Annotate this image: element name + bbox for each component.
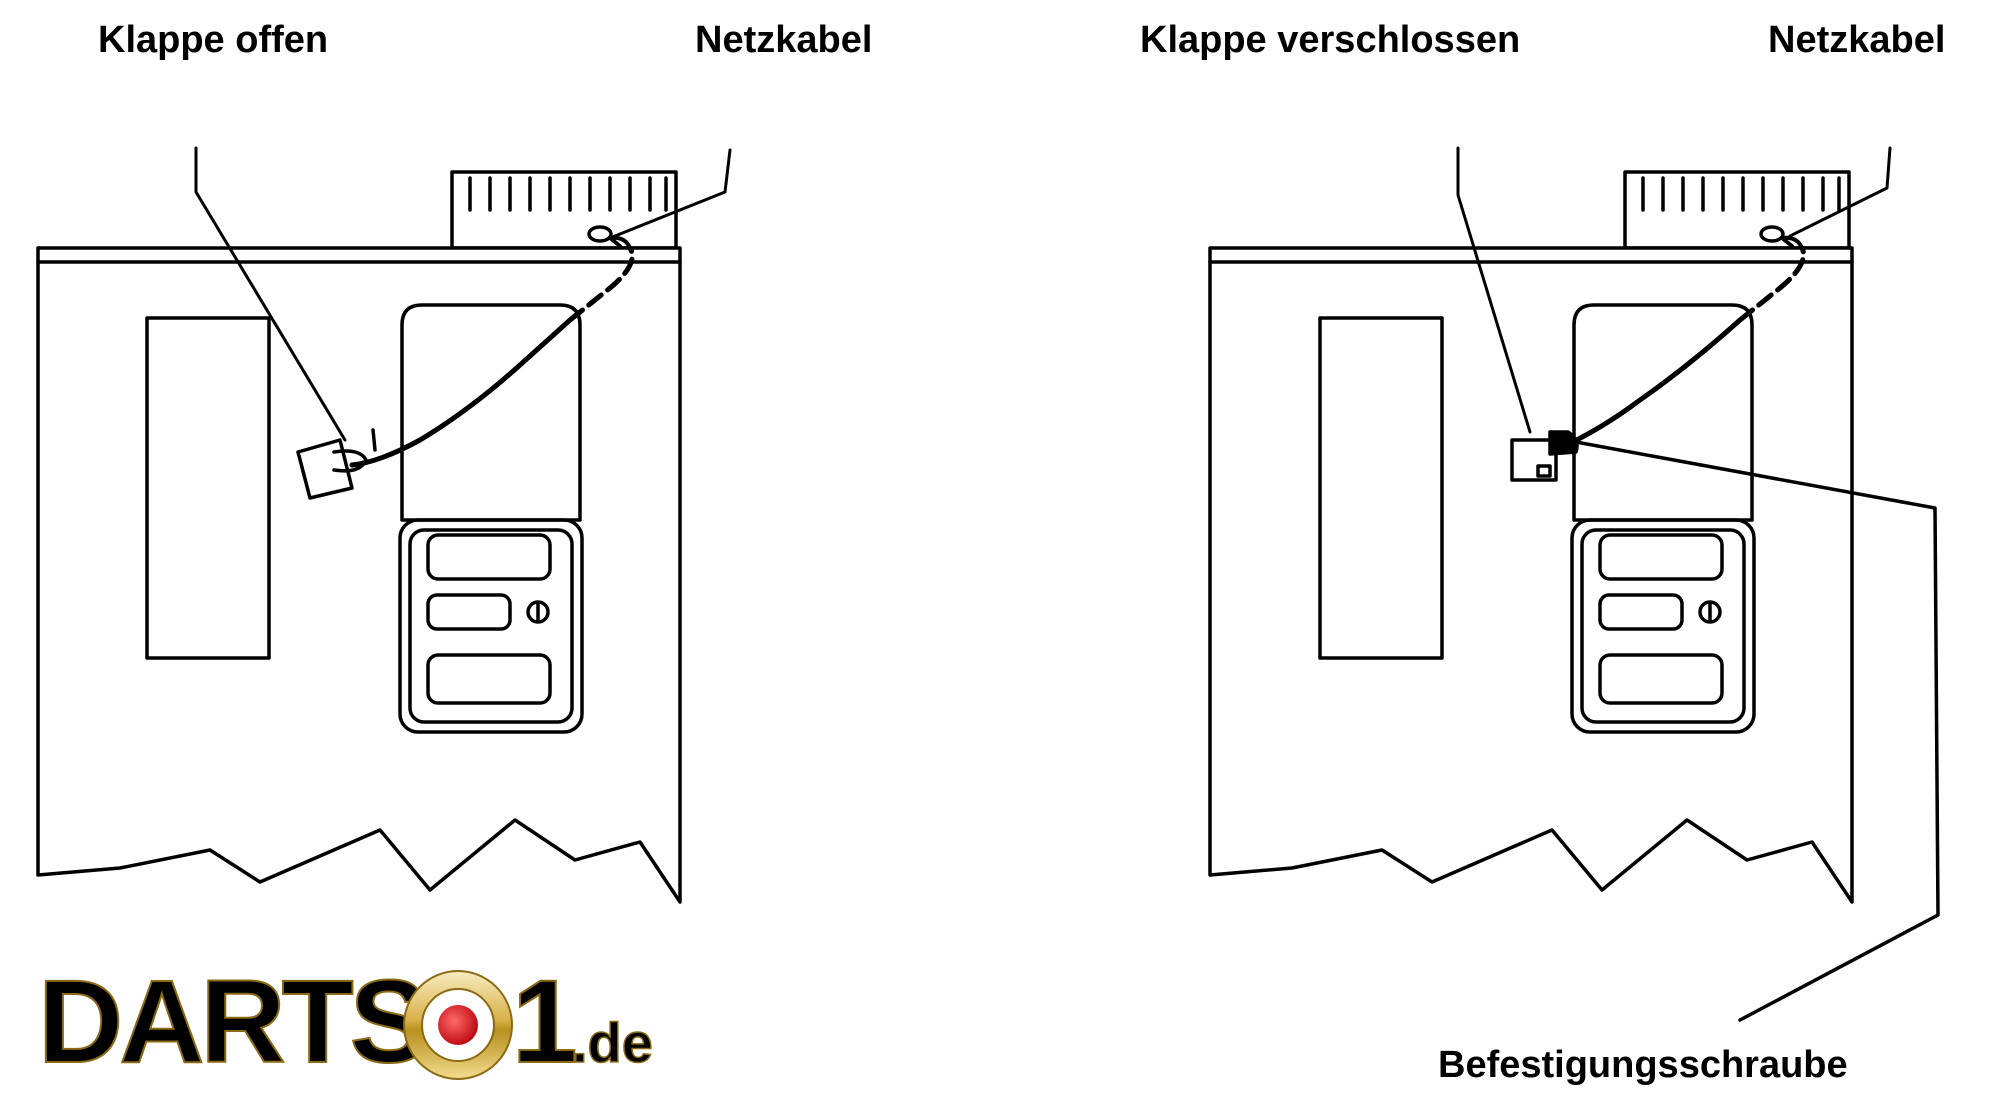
left-cabinet-body bbox=[36, 246, 682, 904]
right-power-cable bbox=[1557, 317, 1743, 451]
darts01-logo: DARTS 1 .de bbox=[37, 955, 654, 1089]
left-coin-bezel bbox=[398, 518, 584, 734]
right-side-panel bbox=[1318, 316, 1444, 660]
logo-text-darts: DARTS bbox=[38, 956, 425, 1088]
right-flap-leader bbox=[1456, 146, 1532, 434]
left-side-panel bbox=[145, 316, 271, 660]
right-screw-leader bbox=[1574, 440, 1940, 1022]
right-slot-bottom bbox=[1598, 653, 1724, 705]
left-slot-top bbox=[426, 533, 552, 581]
left-lock-knob bbox=[526, 600, 550, 624]
logo-bullseye-icon bbox=[438, 1005, 478, 1045]
left-top-grille bbox=[450, 170, 678, 250]
left-slot-middle bbox=[426, 593, 512, 631]
left-flap-leader bbox=[194, 146, 347, 442]
logo-text-number: 1 bbox=[512, 956, 578, 1088]
right-slot-middle bbox=[1598, 593, 1684, 631]
right-flap-closed bbox=[1510, 438, 1558, 482]
left-flap-open bbox=[296, 438, 354, 500]
left-display-window bbox=[400, 303, 582, 522]
label-klappe-verschlossen: Klappe verschlossen bbox=[1140, 19, 1520, 61]
right-coin-bezel bbox=[1570, 518, 1756, 734]
right-slot-top bbox=[1598, 533, 1724, 581]
left-panel bbox=[36, 146, 732, 904]
left-slot-bottom bbox=[426, 653, 552, 705]
right-lock-knob bbox=[1698, 600, 1722, 624]
label-klappe-offen: Klappe offen bbox=[98, 19, 328, 61]
right-display-window bbox=[1572, 303, 1754, 522]
left-cable-clip bbox=[587, 225, 613, 243]
left-cable-leader bbox=[608, 148, 732, 240]
right-top-grille bbox=[1623, 170, 1851, 250]
right-panel bbox=[1208, 146, 1940, 1022]
logo-text-suffix: .de bbox=[572, 1011, 653, 1074]
right-cabinet-body bbox=[1208, 246, 1854, 904]
left-power-cable bbox=[349, 317, 573, 468]
label-befestigungsschraube: Befestigungsschraube bbox=[1438, 1044, 1848, 1086]
right-cable-clip bbox=[1759, 225, 1785, 243]
label-netzkabel-right: Netzkabel bbox=[1768, 19, 1945, 61]
label-netzkabel-left: Netzkabel bbox=[695, 19, 872, 61]
right-cable-leader bbox=[1788, 146, 1892, 238]
